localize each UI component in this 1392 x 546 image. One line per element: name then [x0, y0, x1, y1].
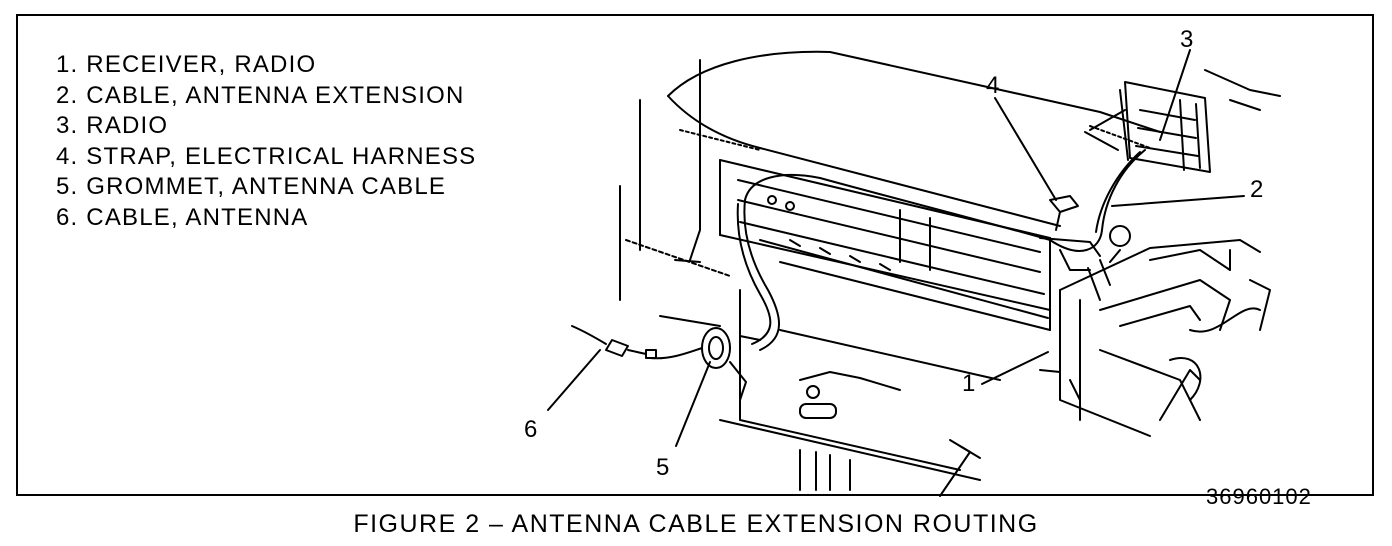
leader-6 [547, 349, 601, 411]
legend-item-grommet-antenna-cable: 5. GROMMET, ANTENNA CABLE [56, 173, 447, 200]
radio-receiver-box [1084, 69, 1281, 173]
leader-4 [994, 97, 1057, 201]
callout-6: 6 [524, 416, 538, 443]
instrument-panel-outline [619, 50, 1161, 301]
leader-2 [1111, 195, 1245, 207]
harness-strap-bracket [1039, 195, 1111, 301]
parts-legend: 1. RECEIVER, RADIO 2. CABLE, ANTENNA EXT… [56, 50, 476, 233]
legend-item-cable-antenna-extension: 2. CABLE, ANTENNA EXTENSION [56, 81, 465, 109]
antenna-extension-cable [736, 149, 1146, 351]
leader-5 [675, 361, 711, 447]
callout-5: 5 [656, 454, 670, 481]
leader-1 [981, 351, 1049, 385]
legend-item-cable-antenna: 6. CABLE, ANTENNA [56, 203, 309, 231]
leader-3 [1159, 49, 1191, 141]
callout-leaders [547, 49, 1245, 447]
legend-item-receiver-radio: 1. RECEIVER, RADIO [56, 51, 317, 78]
illustration-part-code: 36960102 [1206, 484, 1312, 509]
callout-1: 1 [962, 370, 976, 397]
callout-4: 4 [986, 72, 1000, 99]
cowl-crossmember [719, 159, 1051, 331]
grommet-and-antenna-cable [571, 315, 761, 401]
dash-edge-hatching [625, 125, 1151, 277]
callout-3: 3 [1180, 26, 1194, 53]
legend-item-strap-electrical-harness: 4. STRAP, ELECTRICAL HARNESS [56, 142, 477, 170]
legend-item-radio: 3. RADIO [56, 112, 169, 139]
figure-caption: FIGURE 2 – ANTENNA CABLE EXTENSION ROUTI… [353, 510, 1039, 538]
heater-case-assembly [1039, 239, 1271, 437]
lower-panel [719, 289, 1001, 497]
figure-frame [16, 14, 1374, 496]
callout-2: 2 [1250, 176, 1264, 203]
